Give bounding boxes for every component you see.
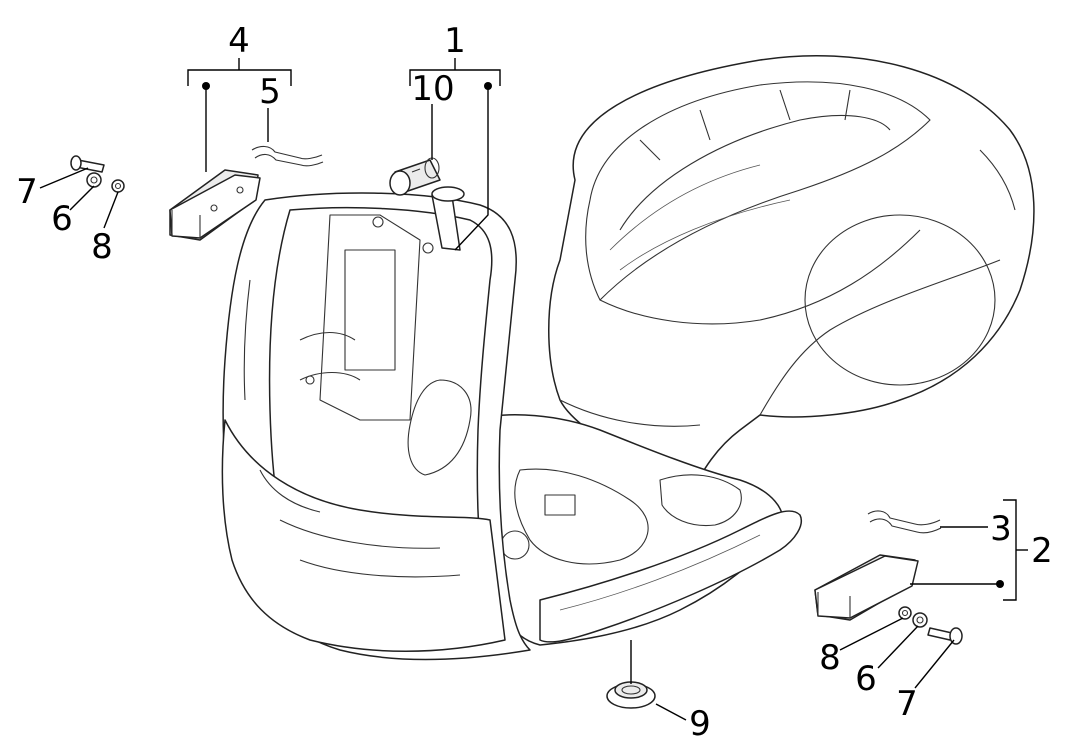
callout-6-left: 6 [51, 199, 73, 239]
callout-7-right: 7 [896, 684, 918, 724]
callout-9: 9 [689, 704, 711, 744]
callout-4: 4 [228, 21, 250, 61]
rubber-block-part-4 [169, 169, 261, 241]
grommet-part-9 [606, 681, 656, 709]
callout-7-left: 7 [16, 172, 38, 212]
callout-6-right: 6 [855, 659, 877, 699]
callout-8-right: 8 [819, 638, 841, 678]
callout-8-left: 8 [91, 227, 113, 267]
bush-part-10 [389, 157, 441, 196]
callout-3: 3 [990, 509, 1012, 549]
clip-part-3 [867, 510, 942, 534]
leader-lines [39, 58, 1028, 721]
callout-5: 5 [259, 72, 281, 112]
screw-set-right [898, 606, 963, 645]
rubber-block-part-2 [814, 554, 919, 621]
footboard-floor [469, 414, 802, 646]
callout-2: 2 [1031, 531, 1053, 571]
steering-tube [431, 186, 465, 251]
rear-body-shell [548, 55, 1035, 501]
screw-set-left [70, 155, 125, 193]
callout-10: 10 [411, 69, 454, 109]
clip-part-5 [251, 145, 324, 167]
callout-1: 1 [444, 21, 466, 61]
callout-labels: 1 4 5 10 7 6 8 3 2 8 6 7 9 [16, 21, 1053, 744]
front-nose-cover [221, 419, 506, 652]
